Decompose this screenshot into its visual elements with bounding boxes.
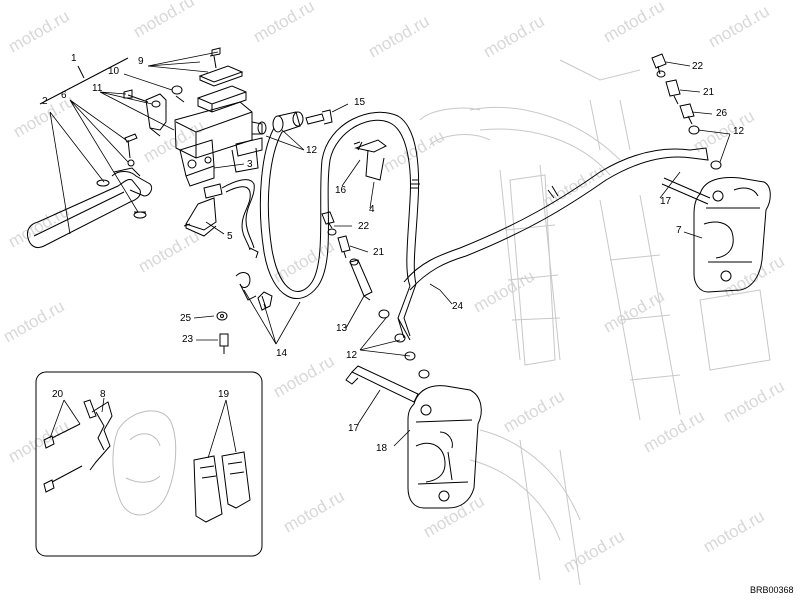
callout-19: 19 <box>218 389 230 400</box>
callout-24: 24 <box>452 301 464 312</box>
upper-banjo-fittings <box>257 109 333 135</box>
hose-clip-grommet-parts <box>216 272 273 354</box>
lever-pivot-parts <box>124 133 147 219</box>
callout-1: 1 <box>71 53 77 64</box>
callout-20: 20 <box>52 389 64 400</box>
callout-12-lower: 12 <box>346 350 358 361</box>
right-upper-fittings <box>651 53 722 170</box>
reservoir-cap-assembly <box>171 47 247 113</box>
callout-12-right: 12 <box>733 126 745 137</box>
right-brake-caliper <box>661 177 771 293</box>
callout-6: 6 <box>61 90 67 101</box>
callout-16: 16 <box>335 185 347 196</box>
left-caliper-bolt-washers <box>345 309 430 403</box>
switch-bracket-parts <box>123 89 167 137</box>
callout-22-mid: 22 <box>358 221 370 232</box>
callout-1-bracket <box>39 57 129 105</box>
callout-13: 13 <box>336 323 348 334</box>
center-bleed-fittings <box>321 211 373 301</box>
callout-11: 11 <box>92 83 103 94</box>
callout-17-right: 17 <box>660 196 672 207</box>
callout-2: 2 <box>42 96 48 107</box>
callout-4: 4 <box>369 204 375 215</box>
left-brake-caliper <box>407 385 482 509</box>
callout-21-right: 21 <box>703 87 715 98</box>
callout-26: 26 <box>716 108 728 119</box>
callout-7: 7 <box>676 225 682 236</box>
drawing-code: BRB00368 <box>750 585 794 595</box>
background-frame-ghost <box>419 59 771 586</box>
hose-guide-bracket <box>353 139 387 181</box>
callout-17-lower: 17 <box>348 423 360 434</box>
stop-light-switch-wire <box>183 179 259 259</box>
callout-5: 5 <box>227 231 233 242</box>
callout-25: 25 <box>180 313 192 324</box>
callout-12-upper: 12 <box>306 145 318 156</box>
callout-22-right: 22 <box>692 61 704 72</box>
callout-23: 23 <box>182 334 194 345</box>
front-master-cylinder <box>174 101 263 187</box>
brake-hose-main <box>259 111 420 339</box>
callout-8: 8 <box>100 389 106 400</box>
callout-18: 18 <box>376 443 388 454</box>
callout-3: 3 <box>247 159 253 170</box>
callout-14: 14 <box>276 348 288 359</box>
callout-21-mid: 21 <box>373 247 385 258</box>
callout-10: 10 <box>108 66 120 77</box>
inset-caliper-pads-box <box>35 371 263 557</box>
callout-15: 15 <box>354 97 366 108</box>
leader-lines <box>49 51 731 459</box>
callout-9: 9 <box>138 56 144 67</box>
brake-hose-right-caliper <box>403 147 709 291</box>
brake-lever <box>27 167 153 249</box>
